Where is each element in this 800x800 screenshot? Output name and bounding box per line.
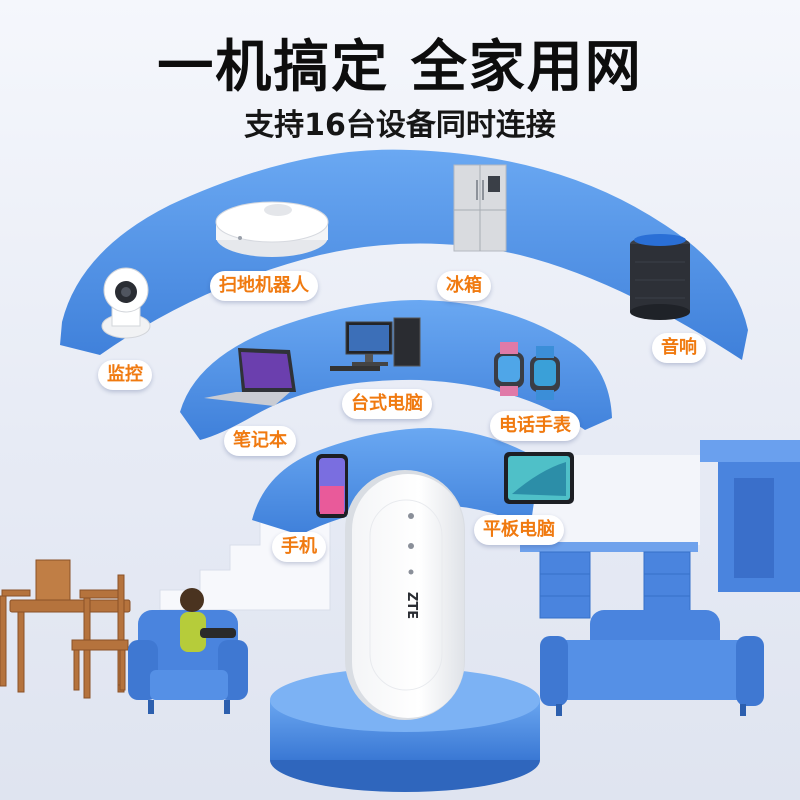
label-fridge: 冰箱 [437,271,491,301]
smartwatch-image [494,342,560,400]
speaker-image [630,234,690,320]
label-tablet: 平板电脑 [474,515,564,545]
dining-set [0,559,131,699]
subheadline: 支持16台设备同时连接 [244,108,556,143]
wifi-arc-outer [60,149,748,360]
fridge-image [453,164,507,252]
robot-vacuum-image [215,201,329,257]
label-robot-vacuum: 扫地机器人 [210,271,318,301]
label-phone: 手机 [272,532,326,562]
camera-image [101,267,151,339]
label-speaker: 音响 [652,333,706,363]
headline: 一机搞定 全家用网 [157,35,643,100]
laptop-image [204,348,296,406]
label-desktop: 台式电脑 [342,389,432,419]
wifi-arc-middle [180,300,612,440]
router-device [345,470,465,720]
phone-image [316,454,348,518]
label-laptop: 笔记本 [224,426,296,456]
sofa-right [540,610,764,716]
desk-right [520,542,698,619]
router-brand-logo: ZTE [404,591,420,620]
label-camera: 监控 [98,360,152,390]
cabinet-right [700,440,800,592]
desktop-image [330,317,421,371]
armchair-left [128,588,248,714]
label-watch: 电话手表 [490,411,580,441]
tablet-image [504,452,574,504]
